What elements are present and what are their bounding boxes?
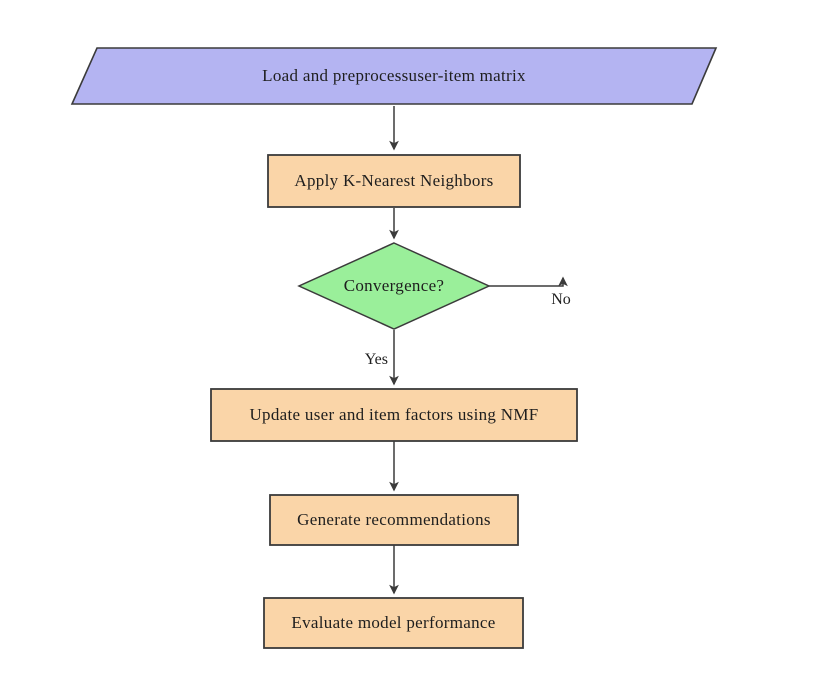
- decision-node-shape: [297, 242, 491, 330]
- process-nmf-shape: [210, 388, 578, 442]
- edge-no-decision-branch: [489, 276, 568, 287]
- process-knn-shape: [267, 154, 521, 208]
- io-node-shape: [70, 47, 718, 105]
- process-evaluate-shape: [263, 597, 524, 649]
- process-generate-shape: [269, 494, 519, 546]
